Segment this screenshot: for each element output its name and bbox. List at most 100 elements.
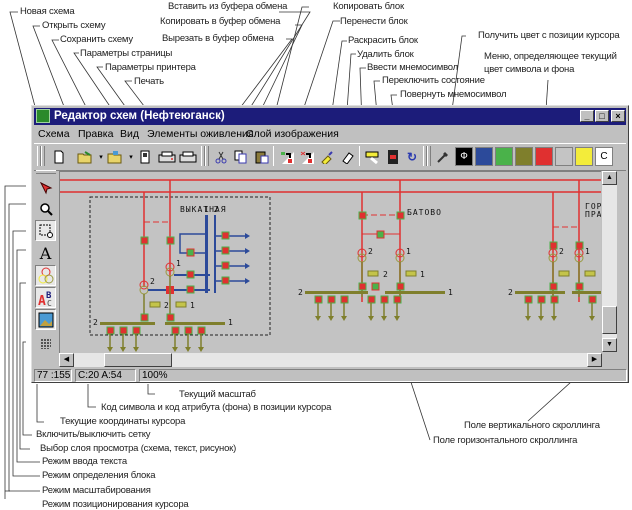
page-setup-button[interactable] <box>136 148 154 166</box>
text-mode-button[interactable]: A <box>35 243 56 264</box>
substation-label-gorno-line1: ГОРНО <box>585 202 601 211</box>
title-bar[interactable]: Редактор схем (Нефтеюганск) _ □ × <box>34 108 626 125</box>
pick-color-button[interactable] <box>434 148 452 166</box>
feeder-arrow <box>341 316 347 321</box>
scroll-left-button[interactable]: ◀ <box>59 353 74 367</box>
annotation-open-scheme: Открыть схему <box>42 20 106 31</box>
svg-text:2: 2 <box>298 288 303 297</box>
feeder-arrow <box>120 347 126 352</box>
close-button[interactable]: × <box>611 110 625 122</box>
scroll-right-button[interactable]: ▶ <box>587 353 602 367</box>
copy-button[interactable] <box>232 148 250 166</box>
layer-scheme-button[interactable] <box>35 265 56 286</box>
foreground-color-swatch[interactable]: Ф <box>455 147 473 166</box>
feeder-breaker <box>393 295 402 304</box>
color-swatch-yellow[interactable] <box>575 147 593 166</box>
feeder-breaker <box>524 295 533 304</box>
annotation-new-scheme: Новая схема <box>20 6 75 17</box>
substation-label-gorno-line2: ПРАВДИНСКАЯ <box>585 210 601 219</box>
maximize-button[interactable]: □ <box>595 110 609 122</box>
menu-edit[interactable]: Правка <box>78 128 114 140</box>
color-swatch-olive[interactable] <box>515 147 533 166</box>
move-block-button[interactable] <box>298 148 316 166</box>
vertical-scroll-thumb[interactable] <box>602 306 617 334</box>
svg-text:1: 1 <box>176 259 181 268</box>
annotation-rotate-symbol: Повернуть мнемосимвол <box>400 89 507 100</box>
open-dropdown[interactable]: ▾ <box>99 154 103 161</box>
svg-text:2: 2 <box>150 277 155 286</box>
horizontal-scrollbar[interactable]: ◀ ▶ <box>59 353 602 367</box>
annotation-zoom-current: Текущий масштаб <box>179 389 256 400</box>
svg-text:1: 1 <box>228 318 233 327</box>
open-folder-icon <box>77 151 92 164</box>
toolbar-grip[interactable] <box>37 146 41 166</box>
scroll-up-button[interactable]: ▲ <box>602 171 617 185</box>
substation-label-vykatnaya: ВЫКАТНАЯ <box>180 205 227 214</box>
menu-scheme[interactable]: Схема <box>38 128 70 140</box>
toolbar-grip[interactable] <box>41 146 45 166</box>
feeder-arrow <box>107 347 113 352</box>
paste-button[interactable] <box>253 148 271 166</box>
print-button[interactable] <box>179 148 197 166</box>
toolbar-separator <box>205 146 209 166</box>
delete-block-button[interactable] <box>339 148 357 166</box>
feeder-breaker <box>184 326 193 335</box>
feeder-breaker <box>367 295 376 304</box>
feeder-breaker <box>550 295 559 304</box>
svg-text:2: 2 <box>508 288 513 297</box>
annotation-toggle-state: Переключить состояние <box>382 75 485 86</box>
save-folder-icon <box>107 151 122 164</box>
annotation-text-mode: Режим ввода текста <box>42 456 127 467</box>
new-scheme-button[interactable] <box>50 148 68 166</box>
svg-text:C: C <box>47 299 52 307</box>
printer-setup-button[interactable] <box>158 148 176 166</box>
svg-text:1 2: 1 2 <box>204 205 219 214</box>
cut-button[interactable] <box>212 148 230 166</box>
feeder-breaker <box>171 326 180 335</box>
paint-block-button[interactable] <box>318 148 336 166</box>
zoom-mode-button[interactable] <box>35 198 56 219</box>
open-scheme-button[interactable] <box>76 148 94 166</box>
toggle-state-button[interactable] <box>384 148 402 166</box>
feeder-arrow <box>368 316 374 321</box>
svg-text:2: 2 <box>559 247 564 256</box>
left-toolbar-grip[interactable] <box>36 170 56 174</box>
color-swatch-blue[interactable] <box>475 147 493 166</box>
background-color-swatch[interactable]: С <box>595 147 613 166</box>
menu-animation-elements[interactable]: Элементы оживления <box>147 128 254 140</box>
save-scheme-button[interactable] <box>106 148 124 166</box>
copy-block-button[interactable] <box>278 148 296 166</box>
substation-batovo: 2 1 2 1 2 1 <box>298 180 453 302</box>
printer-icon <box>179 151 197 163</box>
vertical-scrollbar[interactable]: ▲ ▼ <box>602 171 617 352</box>
color-swatch-gray[interactable] <box>555 147 573 166</box>
color-swatch-red[interactable] <box>535 147 553 166</box>
grid-toggle-button[interactable] <box>35 333 56 354</box>
layer-picture-button[interactable] <box>35 309 56 330</box>
scheme-editor-window: Редактор схем (Нефтеюганск) _ □ × Схема … <box>31 105 629 383</box>
toolbar-grip[interactable] <box>423 146 427 166</box>
insert-symbol-button[interactable] <box>364 148 382 166</box>
minimize-button[interactable]: _ <box>580 110 594 122</box>
toolbar-grip[interactable] <box>427 146 431 166</box>
save-dropdown[interactable]: ▾ <box>129 154 133 161</box>
status-zoom-level: 100% <box>139 369 627 382</box>
feeder-breaker <box>119 326 128 335</box>
scroll-down-button[interactable]: ▼ <box>602 338 617 352</box>
status-char-attr-codes: C:20 A:54 <box>75 369 136 382</box>
scheme-canvas[interactable]: ВЫКАТНАЯ 1 2 1 2 <box>59 171 601 353</box>
horizontal-scroll-thumb[interactable] <box>104 353 172 367</box>
menu-image-layer[interactable]: Слой изображения <box>246 128 339 140</box>
feeder-breaker <box>314 295 323 304</box>
block-mode-button[interactable] <box>35 220 56 241</box>
feeder-arrow <box>172 347 178 352</box>
rotate-symbol-button[interactable]: ↻ <box>403 148 421 166</box>
menu-view[interactable]: Вид <box>120 128 139 140</box>
feeder-breaker <box>106 326 115 335</box>
color-swatch-green[interactable] <box>495 147 513 166</box>
feeder-arrow <box>315 316 321 321</box>
cursor-mode-button[interactable] <box>35 177 56 198</box>
substation-label-batovo: БАТОВО <box>407 208 442 217</box>
toolbar-separator <box>273 146 274 166</box>
